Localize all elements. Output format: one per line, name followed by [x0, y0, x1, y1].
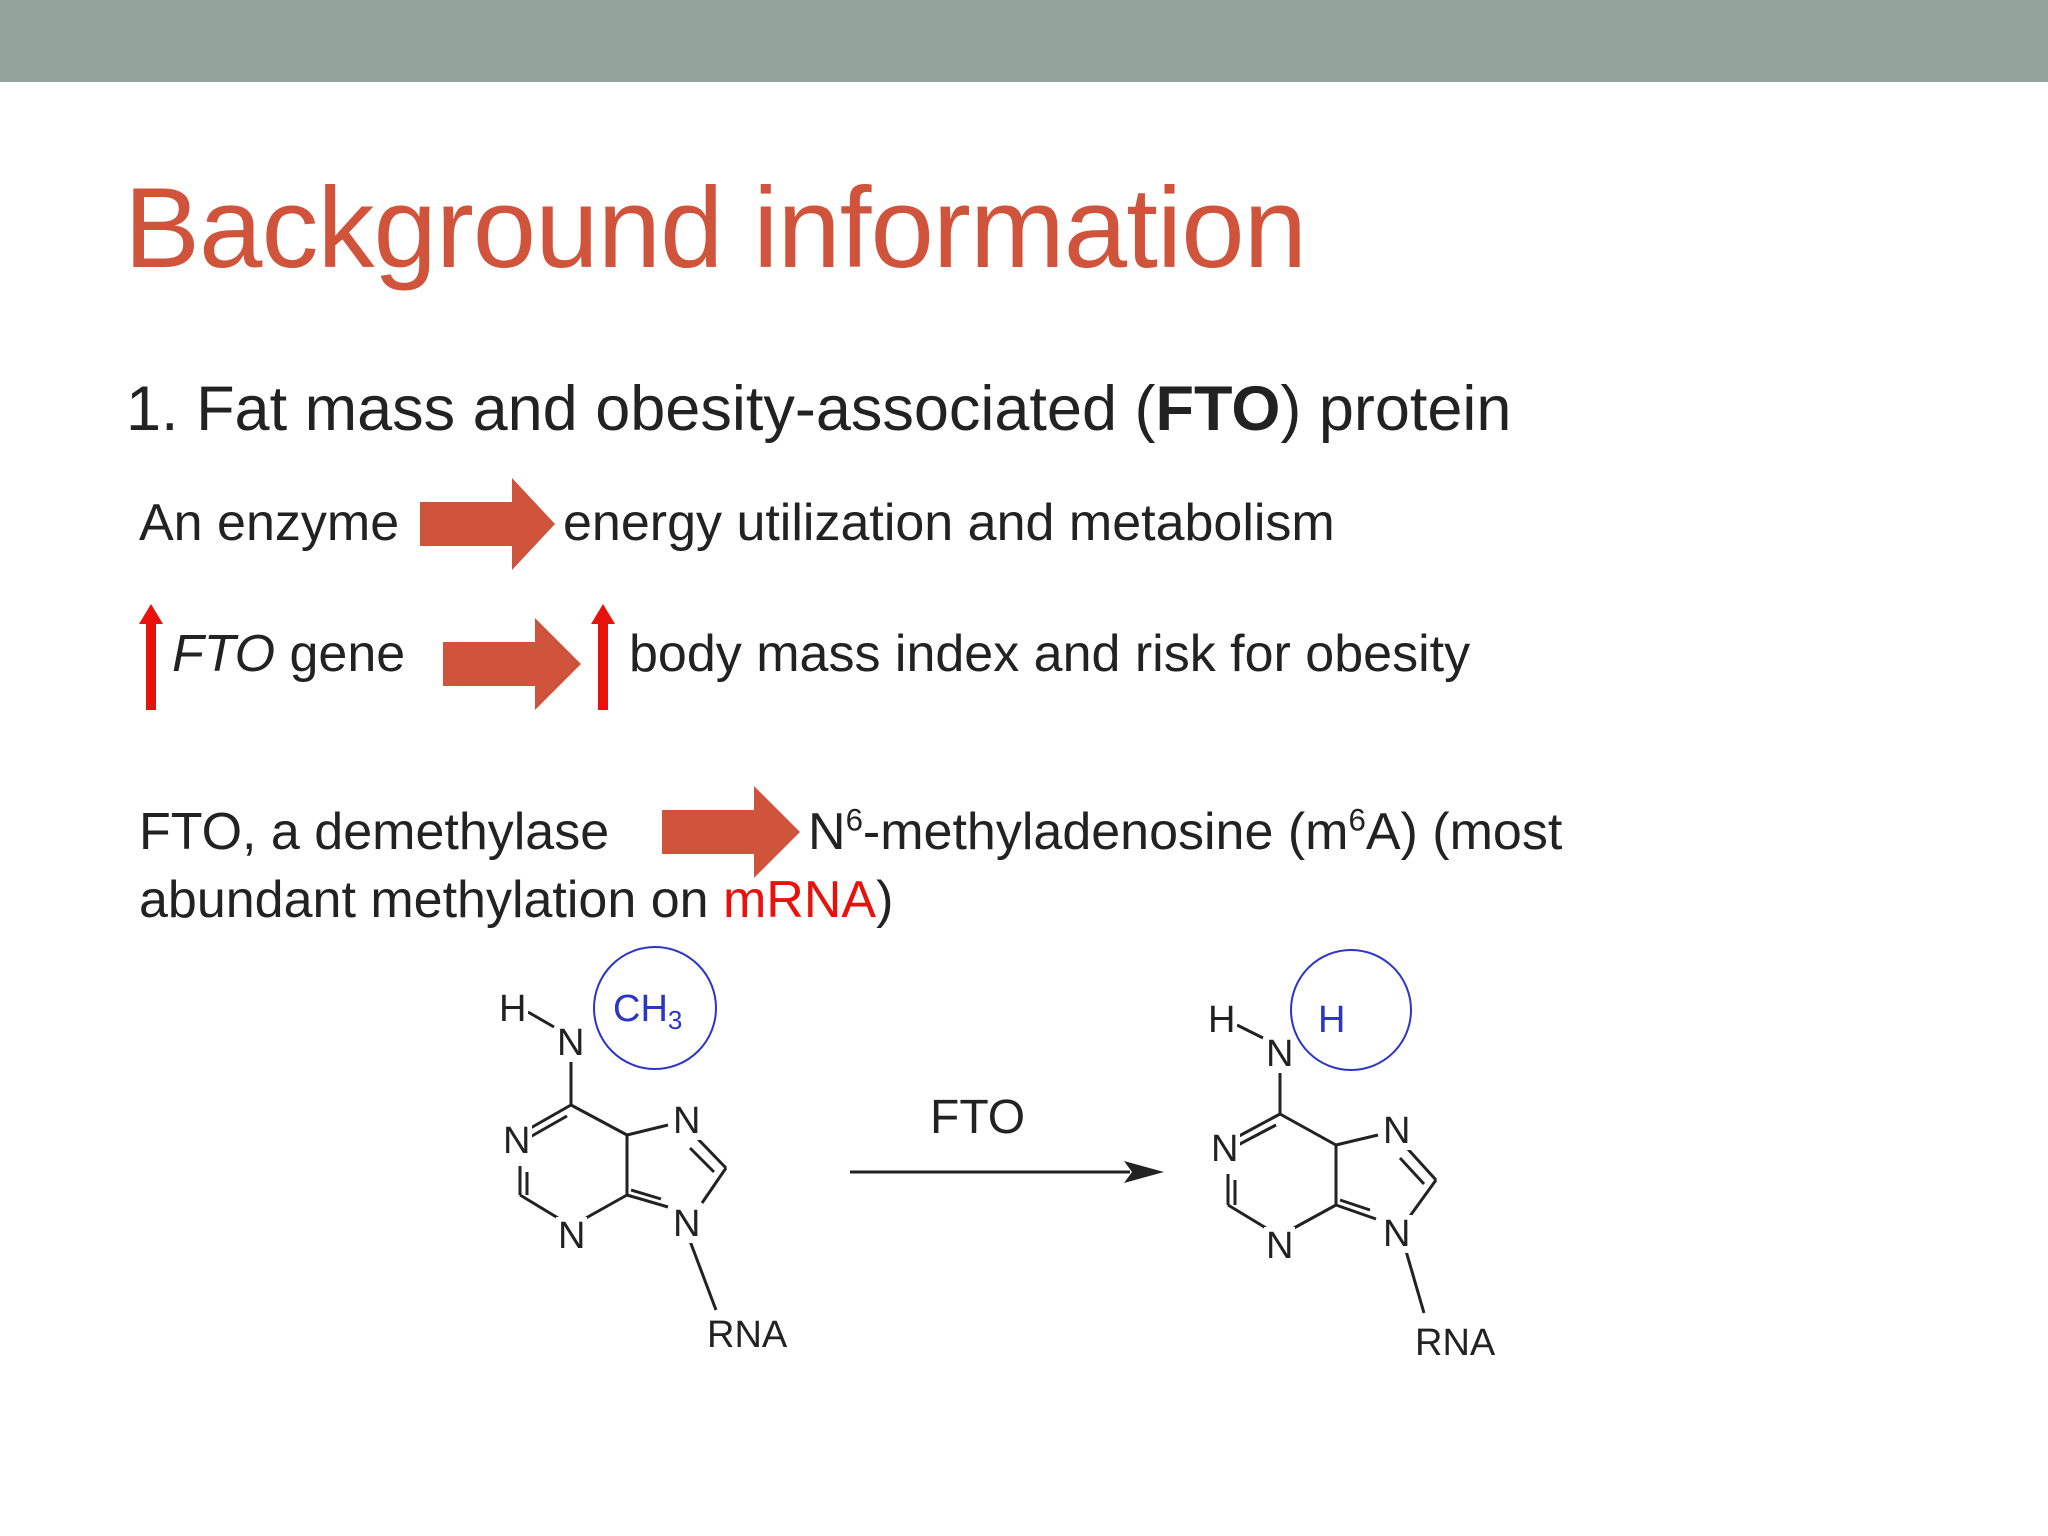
hydrogen-highlight-circle — [1290, 949, 1412, 1071]
block-arrow-icon — [443, 618, 581, 710]
ring-nitrogen-n9: N — [671, 1203, 703, 1245]
superscript-6: 6 — [1348, 802, 1366, 838]
ring-nitrogen-n7: N — [1381, 1110, 1413, 1152]
line2-gene-italic: FTO — [172, 625, 276, 683]
line2-right: body mass index and risk for obesity — [629, 625, 1471, 683]
slide-title: Background information — [124, 165, 1307, 292]
amine-nitrogen-label: N — [1264, 1033, 1296, 1075]
block-arrow-icon — [420, 478, 555, 570]
line2-gene: FTO gene — [172, 628, 405, 680]
ring-nitrogen-n3: N — [556, 1215, 588, 1257]
reaction-arrow-icon — [850, 1161, 1164, 1183]
methyladenosine-text: -methyladenosine (m — [862, 803, 1349, 861]
up-arrow-icon — [591, 604, 615, 710]
amine-nitrogen-label: N — [555, 1022, 587, 1064]
ring-nitrogen-n7: N — [671, 1100, 703, 1142]
hydrogen-label: H — [1206, 999, 1238, 1041]
line2-gene-rest: gene — [275, 625, 406, 683]
superscript-6: 6 — [845, 802, 863, 838]
section-text-post: ) protein — [1280, 374, 1512, 444]
ring-nitrogen-n1: N — [501, 1120, 533, 1162]
abundant-text: abundant methylation on — [139, 871, 723, 929]
line3-left: FTO, a demethylase — [139, 803, 610, 861]
most-text: A) (most — [1365, 803, 1563, 861]
methyl-group-label: CH3 — [611, 990, 684, 1033]
ring-nitrogen-n3: N — [1264, 1225, 1296, 1267]
section-text-pre: Fat mass and obesity-associated ( — [196, 374, 1156, 444]
methyl-text: CH — [613, 988, 668, 1030]
section-text-bold: FTO — [1155, 374, 1281, 444]
mrna-highlight: mRNA — [722, 871, 877, 929]
top-accent-bar — [0, 0, 2048, 82]
closing-paren: ) — [876, 871, 894, 929]
rna-label: RNA — [707, 1314, 788, 1356]
line3-right: N6-methyladenosine (m6A) (most — [808, 803, 1563, 861]
enzyme-label: FTO — [930, 1091, 1026, 1144]
hydrogen-label: H — [497, 988, 529, 1030]
rna-label: RNA — [1415, 1322, 1496, 1364]
section-number: 1. — [126, 374, 179, 444]
section-heading: 1. Fat mass and obesity-associated (FTO)… — [126, 378, 1511, 441]
adenosine-structure-bonds — [1226, 1023, 1438, 1314]
ring-nitrogen-n1: N — [1209, 1128, 1241, 1170]
n-symbol: N — [808, 803, 846, 861]
line1-right: energy utilization and metabolism — [563, 494, 1335, 552]
ring-nitrogen-n9: N — [1381, 1213, 1413, 1255]
methyl-subscript: 3 — [667, 1005, 683, 1035]
line1-left: An enzyme — [139, 494, 400, 552]
m6a-structure-bonds — [518, 1010, 728, 1311]
replaced-hydrogen-label: H — [1318, 999, 1346, 1041]
line3-continuation: abundant methylation on mRNA) — [139, 874, 893, 926]
up-arrow-icon — [139, 604, 163, 710]
block-arrow-icon — [662, 786, 800, 878]
